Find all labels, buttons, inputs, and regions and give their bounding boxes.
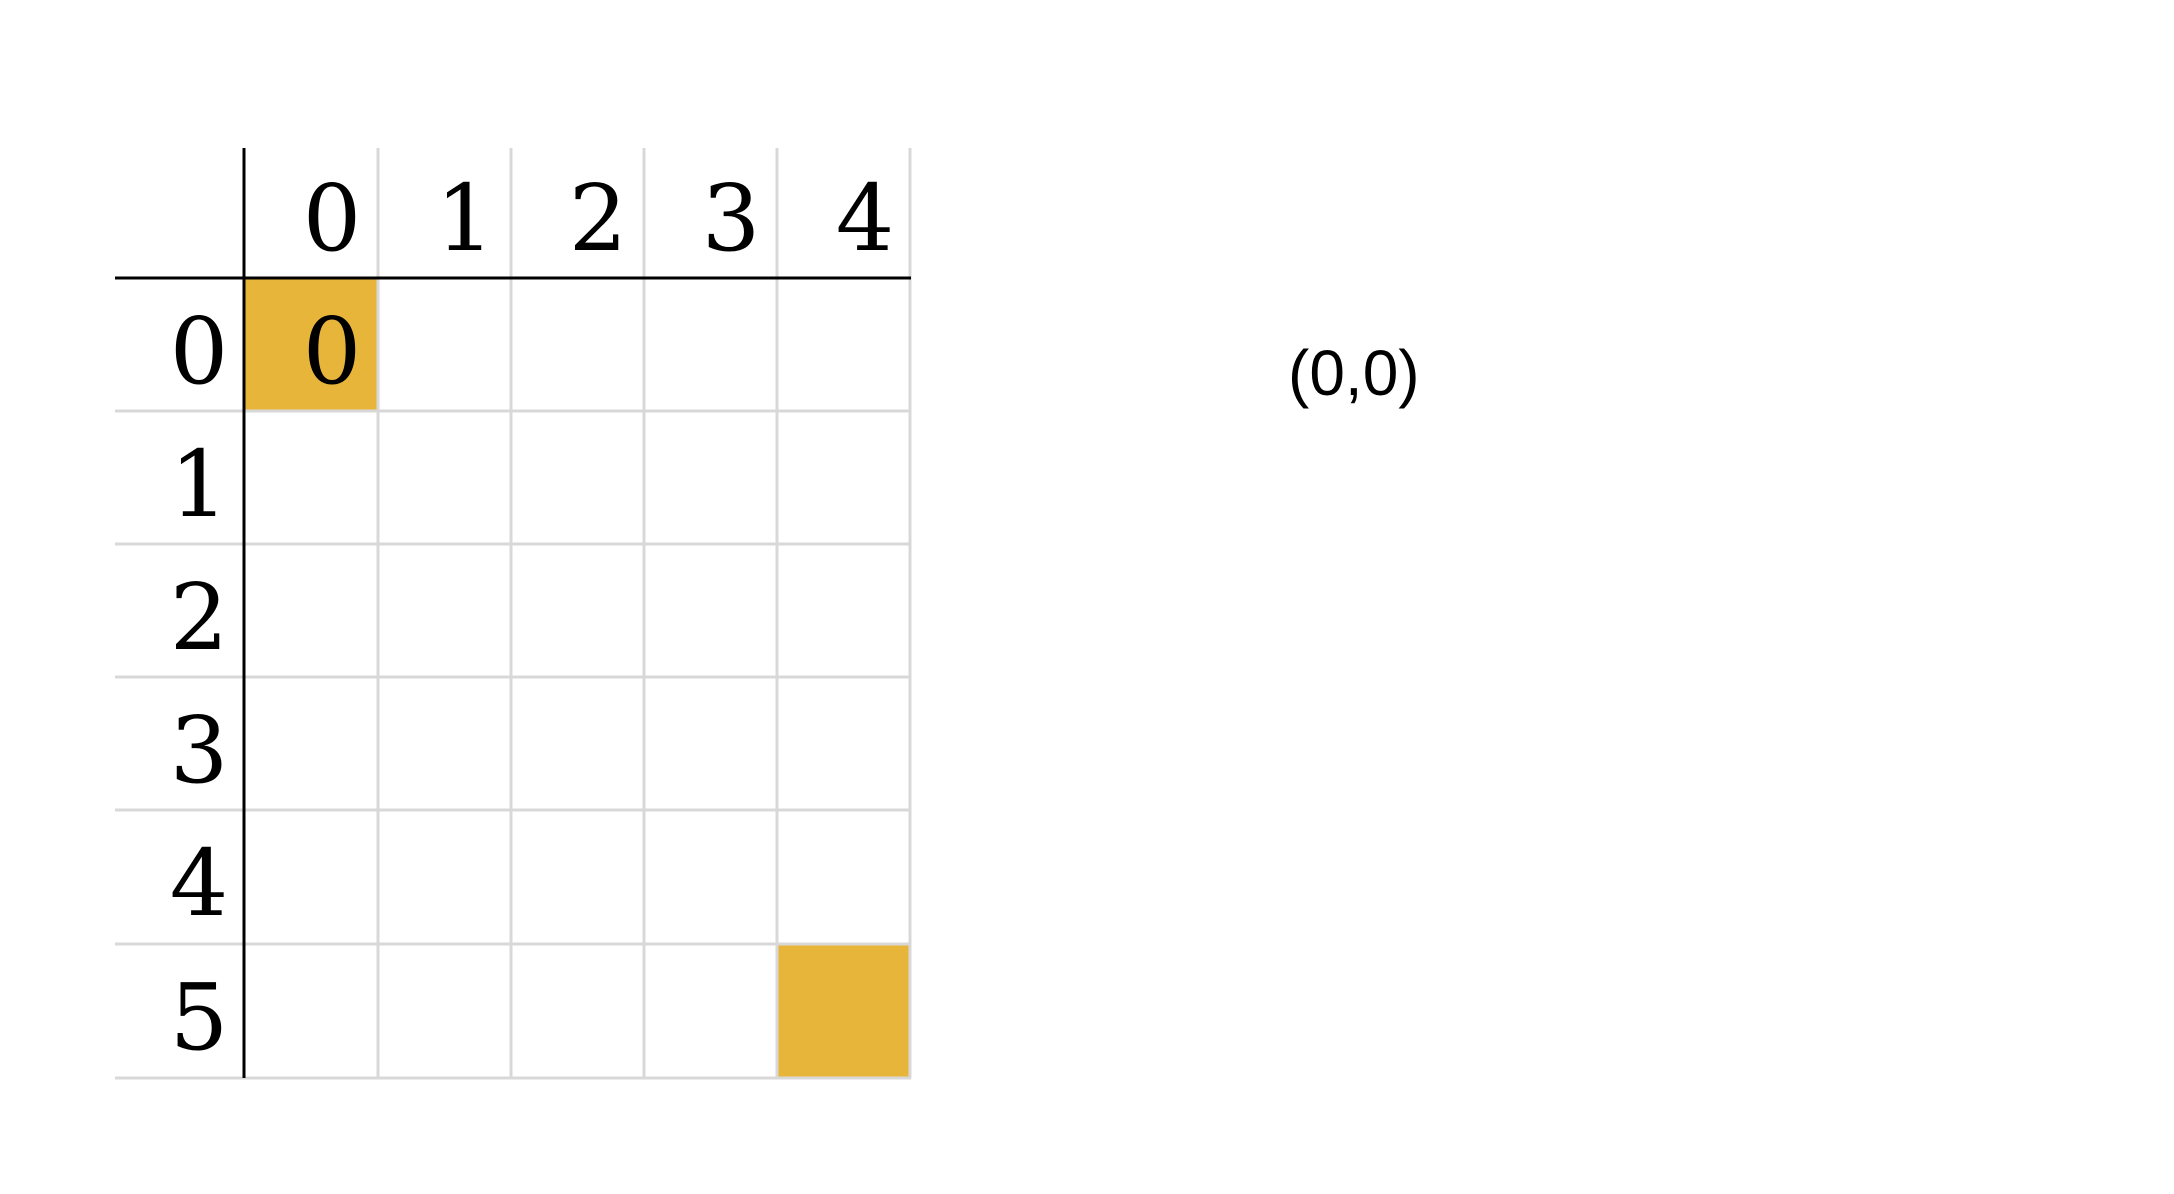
row-header-0: 0 bbox=[170, 298, 229, 405]
row-header-4: 4 bbox=[170, 830, 229, 937]
current-pair-text: (0,0) bbox=[1288, 337, 1420, 409]
col-header-4: 4 bbox=[836, 165, 895, 272]
col-header-0: 0 bbox=[303, 165, 362, 272]
grid-vertical-lines bbox=[376, 148, 912, 1078]
col-header-1: 1 bbox=[436, 165, 495, 272]
current-state-panel: (0,0) bbox=[1236, 266, 2059, 478]
cell-value-0-0: 0 bbox=[303, 298, 362, 405]
row-header-3: 3 bbox=[170, 697, 229, 804]
row-header-5: 5 bbox=[170, 964, 229, 1071]
col-header-3: 3 bbox=[702, 165, 761, 272]
row-header-1: 1 bbox=[170, 431, 229, 538]
row-header-2: 2 bbox=[170, 564, 229, 671]
col-header-2: 2 bbox=[569, 165, 628, 272]
highlighted-cell-0-0 bbox=[245, 278, 378, 411]
highlighted-cell-5-4 bbox=[776, 944, 911, 1078]
